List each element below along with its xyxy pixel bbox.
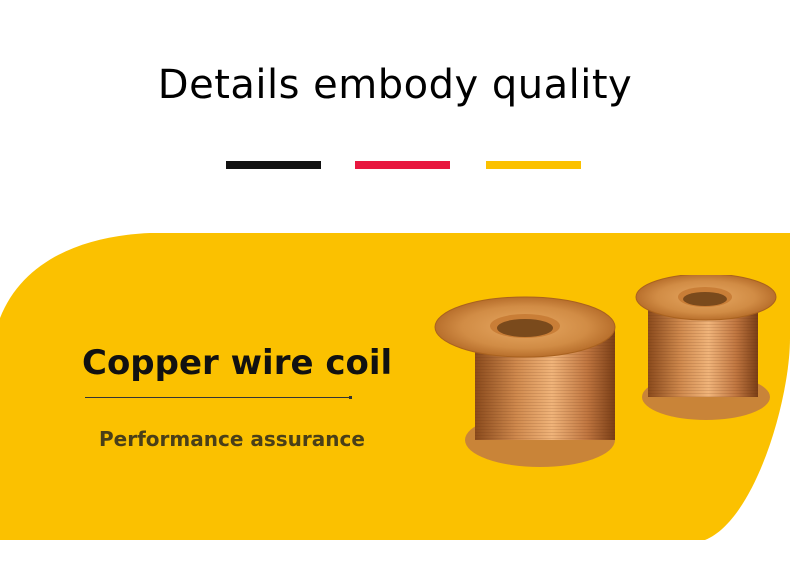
spool-back (635, 275, 777, 420)
spool-front (434, 296, 616, 467)
page-heading: Details embody quality (157, 62, 633, 108)
title-underline (85, 396, 352, 399)
accent-bar-yellow (486, 161, 581, 169)
product-title: Copper wire coil (82, 343, 393, 383)
accent-bar-black (226, 161, 321, 169)
copper-spools-image (434, 275, 777, 467)
product-subtitle: Performance assurance (99, 427, 365, 451)
accent-bar-red (355, 161, 450, 169)
